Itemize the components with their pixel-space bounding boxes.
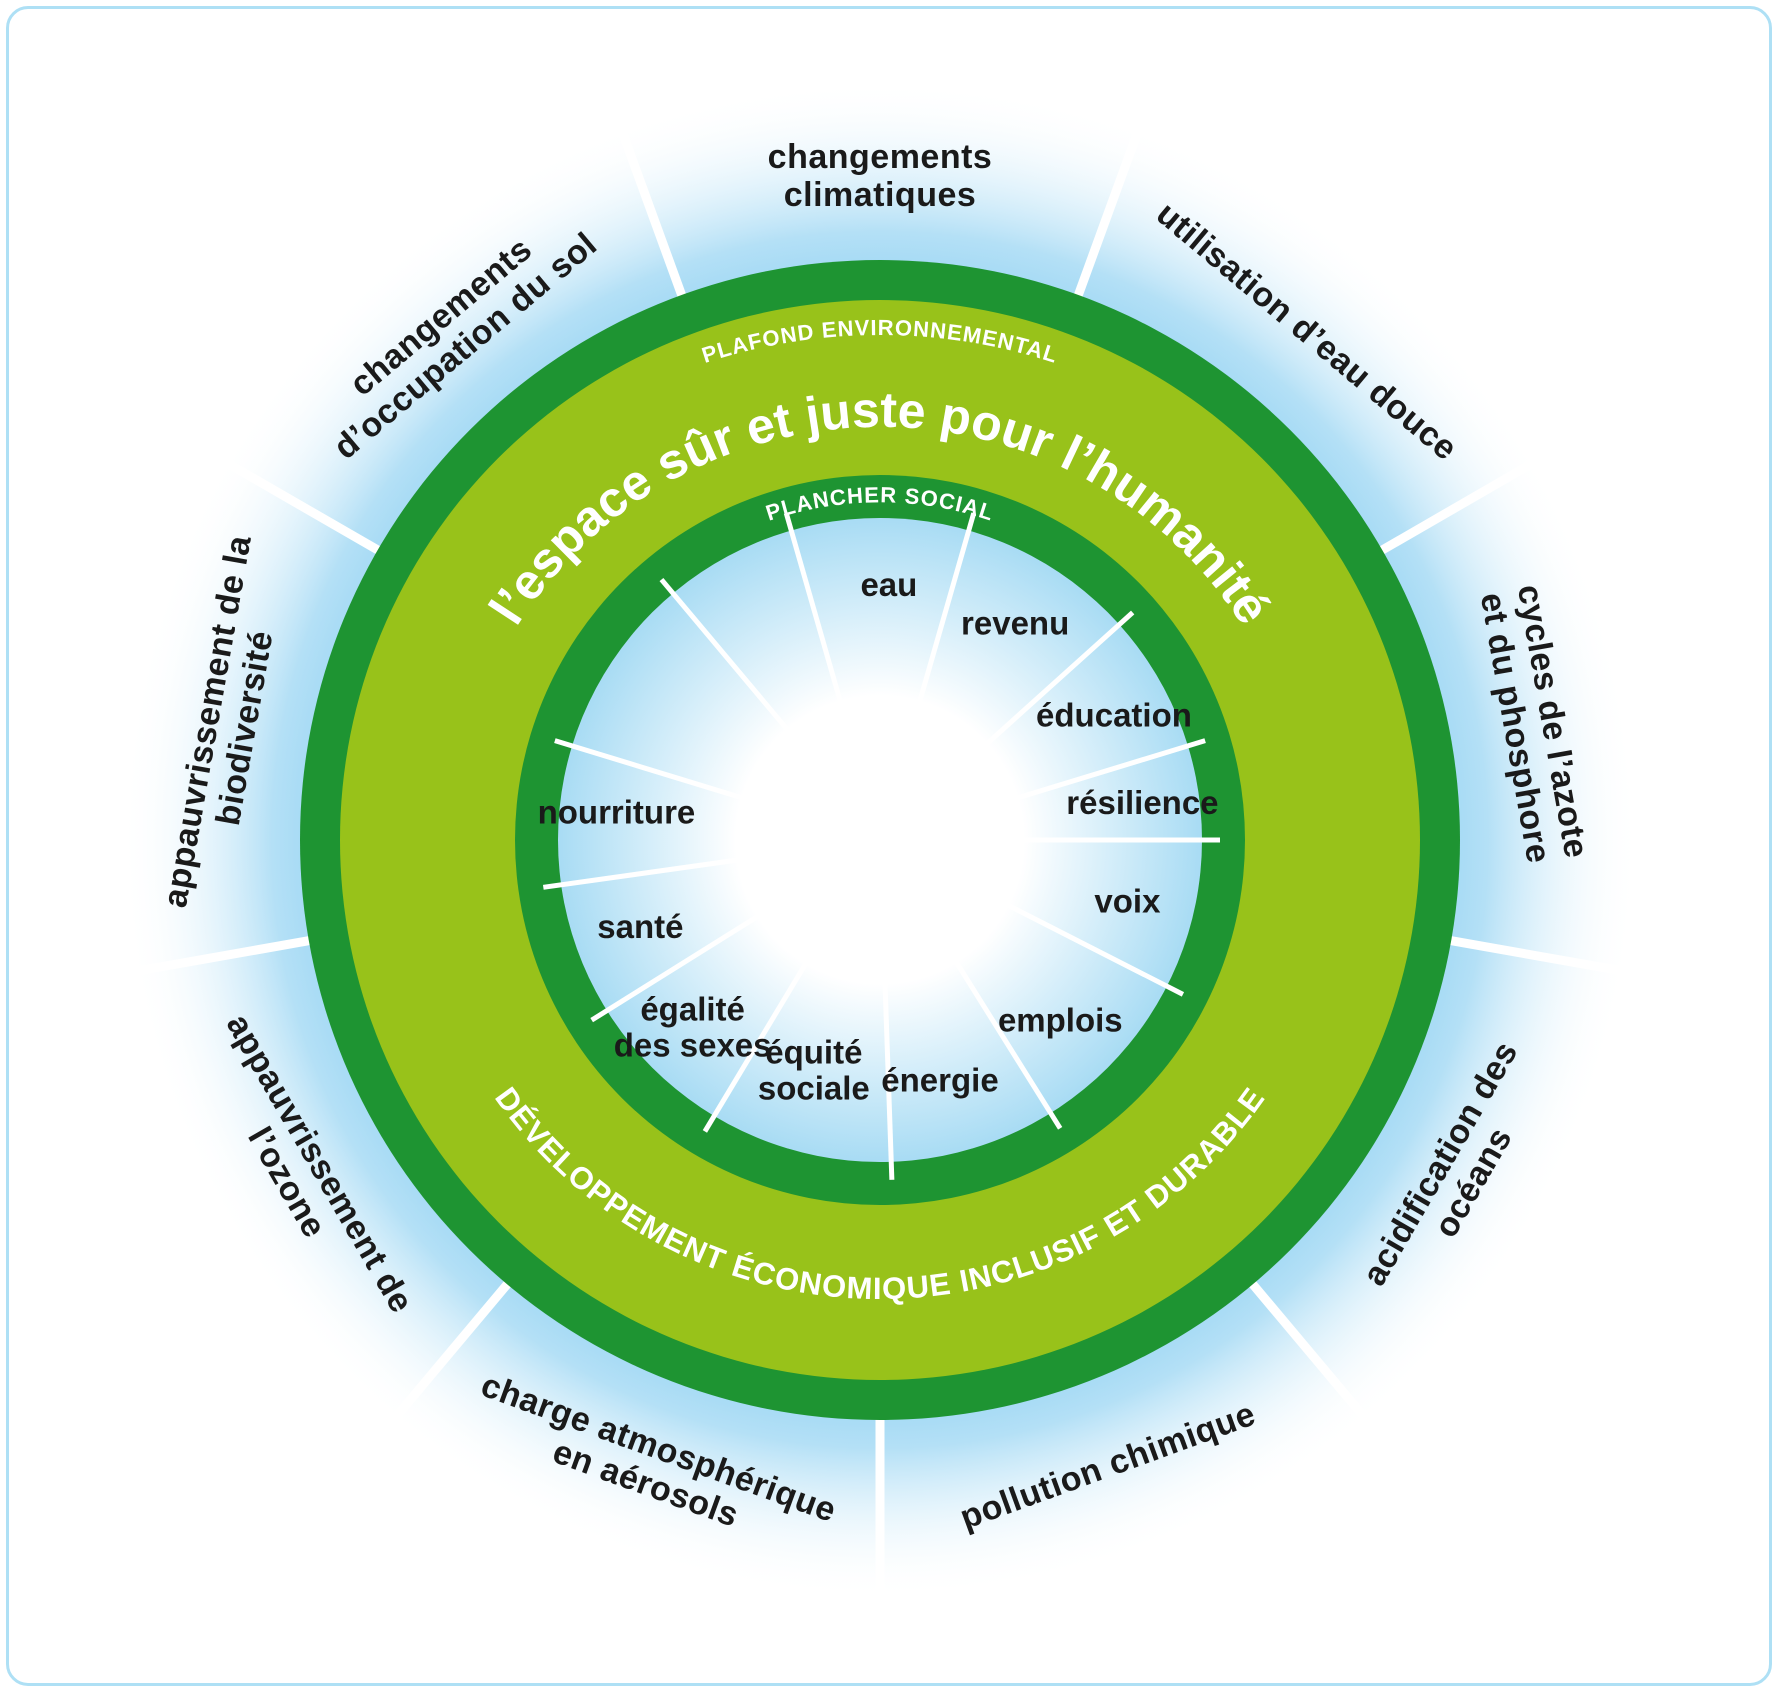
outer-divider-1 [605,96,693,316]
inner-label-1: eau [860,566,917,603]
inner-divider-6 [878,837,1185,997]
inner-divider-11 [542,837,881,890]
inner-label-3: éducation [1036,697,1192,734]
inner-label-6: emplois [998,1001,1123,1038]
outer-dividers [101,96,1659,1630]
inner-divider-1 [783,512,883,841]
inner-divider-8 [877,839,895,1180]
inner-label-2: revenu [961,605,1069,642]
outer-divider-2 [1067,96,1155,316]
inner-label-11: nourriture [538,793,696,830]
inner-divider-2 [877,512,977,841]
inner-dividers [542,512,1220,1180]
inner-divider-3 [878,610,1135,842]
outer-divider-9 [193,441,398,564]
outer-divider-7 [368,1266,524,1449]
inner-divider-4 [879,738,1206,843]
inner-divider-9 [702,838,883,1133]
inner-label-4: résilience [1066,784,1218,821]
inner-divider-10 [590,837,882,1023]
inner-divider-7 [877,838,1063,1130]
outer-divider-5 [1236,1266,1392,1449]
inner-divider-12 [554,738,881,843]
inner-labels: eaurevenuéducationrésiliencevoixemploisé… [538,566,1219,1107]
outer-divider-8 [101,932,330,982]
inner-divider-13 [659,577,882,842]
inner-label-5: voix [1094,883,1161,920]
inner-label-10: santé [597,908,683,945]
inner-label-7: énergie [881,1062,998,1099]
outer-divider-3 [1362,441,1567,564]
outer-divider-4 [1430,932,1659,982]
